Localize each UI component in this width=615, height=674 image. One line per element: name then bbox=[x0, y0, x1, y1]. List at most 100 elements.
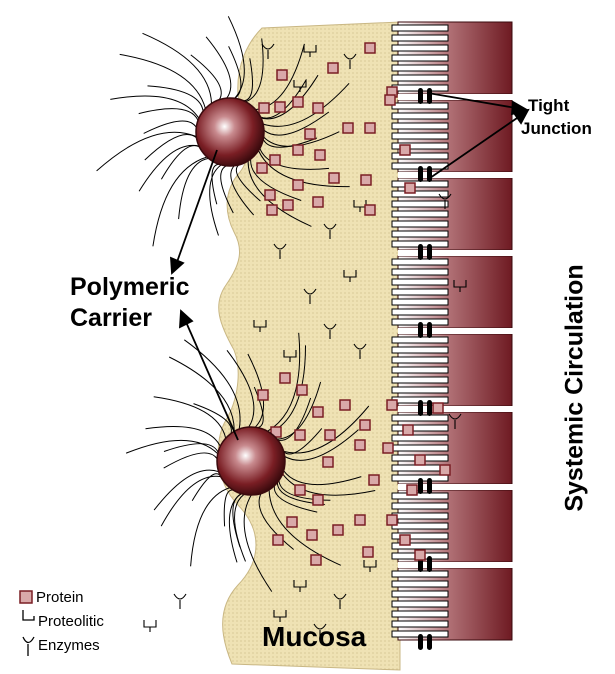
microvillus bbox=[392, 269, 448, 275]
protein-particle bbox=[361, 175, 371, 185]
protein-particle bbox=[311, 555, 321, 565]
protein-particle bbox=[323, 457, 333, 467]
carrier-fiber bbox=[120, 54, 206, 108]
microvillus bbox=[392, 601, 448, 607]
arrowhead-carrier-lower bbox=[180, 311, 192, 327]
protein-particle bbox=[280, 373, 290, 383]
protein-particle bbox=[383, 443, 393, 453]
tight-junction-marker bbox=[427, 322, 432, 338]
microvillus bbox=[392, 55, 448, 61]
microvillus bbox=[392, 289, 448, 295]
enzyme-shape bbox=[144, 620, 156, 632]
protein-particle bbox=[297, 385, 307, 395]
microvillus bbox=[392, 211, 448, 217]
tight-junction-marker bbox=[427, 634, 432, 650]
carrier-fiber bbox=[164, 453, 217, 468]
microvillus bbox=[392, 75, 448, 81]
microvillus bbox=[392, 445, 448, 451]
protein-particle bbox=[405, 183, 415, 193]
protein-particle bbox=[387, 515, 397, 525]
microvillus bbox=[392, 221, 448, 227]
carrier-fiber bbox=[148, 86, 204, 111]
microvillus bbox=[392, 377, 448, 383]
protein-particle bbox=[307, 530, 317, 540]
protein-particle bbox=[305, 129, 315, 139]
systemic-circulation-label: Systemic Circulation bbox=[561, 264, 590, 511]
carrier-fiber bbox=[126, 440, 218, 453]
protein-particle bbox=[293, 145, 303, 155]
protein-particle bbox=[440, 465, 450, 475]
legend-proteolitic-label: Proteolitic bbox=[38, 613, 104, 630]
microvillus bbox=[392, 357, 448, 363]
polymeric-carrier-label: Polymeric bbox=[70, 272, 190, 302]
protein-particle bbox=[313, 407, 323, 417]
tight-junction-marker bbox=[427, 88, 432, 104]
tight-junction-marker bbox=[418, 88, 423, 104]
cell-gap bbox=[398, 250, 514, 256]
protein-particle bbox=[273, 535, 283, 545]
protein-particle bbox=[365, 43, 375, 53]
polymeric-carrier-label-line2: Carrier bbox=[70, 303, 152, 333]
tight-junction-marker bbox=[418, 244, 423, 260]
polymeric-carrier-upper bbox=[196, 98, 264, 166]
protein-particle bbox=[325, 430, 335, 440]
protein-particle bbox=[275, 102, 285, 112]
microvillus bbox=[392, 387, 448, 393]
carrier-fiber bbox=[191, 488, 230, 567]
microvillus bbox=[392, 25, 448, 31]
carrier-fiber bbox=[110, 96, 199, 118]
tight-junction-marker bbox=[427, 400, 432, 416]
cell-gap bbox=[398, 562, 514, 568]
protein-particle bbox=[313, 495, 323, 505]
microvillus bbox=[392, 279, 448, 285]
tight-junction-marker bbox=[427, 166, 432, 182]
arrowhead-carrier-upper bbox=[171, 258, 183, 273]
tight-junction-marker bbox=[427, 556, 432, 572]
microvillus bbox=[392, 503, 448, 509]
protein-particle bbox=[407, 485, 417, 495]
carrier-fiber bbox=[143, 33, 212, 103]
protein-particle bbox=[257, 163, 267, 173]
microvillus bbox=[392, 611, 448, 617]
legend-proteolitic-icon bbox=[23, 610, 34, 620]
enzyme-shape bbox=[174, 594, 186, 609]
tight-junction-marker bbox=[418, 478, 423, 494]
protein-particle bbox=[387, 400, 397, 410]
microvillus bbox=[392, 591, 448, 597]
microvillus bbox=[392, 45, 448, 51]
tight-junction-marker bbox=[418, 166, 423, 182]
tight-junction-marker bbox=[418, 322, 423, 338]
protein-particle bbox=[369, 475, 379, 485]
microvillus bbox=[392, 309, 448, 315]
protein-particle bbox=[365, 205, 375, 215]
protein-particle bbox=[355, 515, 365, 525]
microvillus bbox=[392, 231, 448, 237]
microvillus bbox=[392, 113, 448, 119]
microvillus bbox=[392, 581, 448, 587]
protein-particle bbox=[270, 155, 280, 165]
protein-particle bbox=[313, 197, 323, 207]
protein-particle bbox=[363, 547, 373, 557]
epithelial-cells bbox=[392, 22, 514, 640]
microvillus bbox=[392, 123, 448, 129]
mucosa-label: Mucosa bbox=[262, 621, 366, 653]
tight-junction-marker bbox=[427, 244, 432, 260]
carrier-fiber bbox=[139, 145, 199, 191]
microvillus bbox=[392, 347, 448, 353]
protein-particle bbox=[267, 205, 277, 215]
protein-particle bbox=[403, 425, 413, 435]
cell-gap bbox=[398, 172, 514, 178]
tight-junction-marker bbox=[427, 478, 432, 494]
protein-particle bbox=[293, 180, 303, 190]
cell-gap bbox=[398, 406, 514, 412]
carrier-fiber bbox=[154, 397, 226, 438]
protein-particle bbox=[287, 517, 297, 527]
legend-enzymes-label: Enzymes bbox=[38, 637, 100, 654]
microvillus bbox=[392, 425, 448, 431]
legend-protein-label: Protein bbox=[36, 589, 84, 606]
tight-junction-label-line2: Junction bbox=[521, 119, 592, 138]
microvillus bbox=[392, 435, 448, 441]
protein-particle bbox=[415, 455, 425, 465]
protein-particle bbox=[259, 103, 269, 113]
